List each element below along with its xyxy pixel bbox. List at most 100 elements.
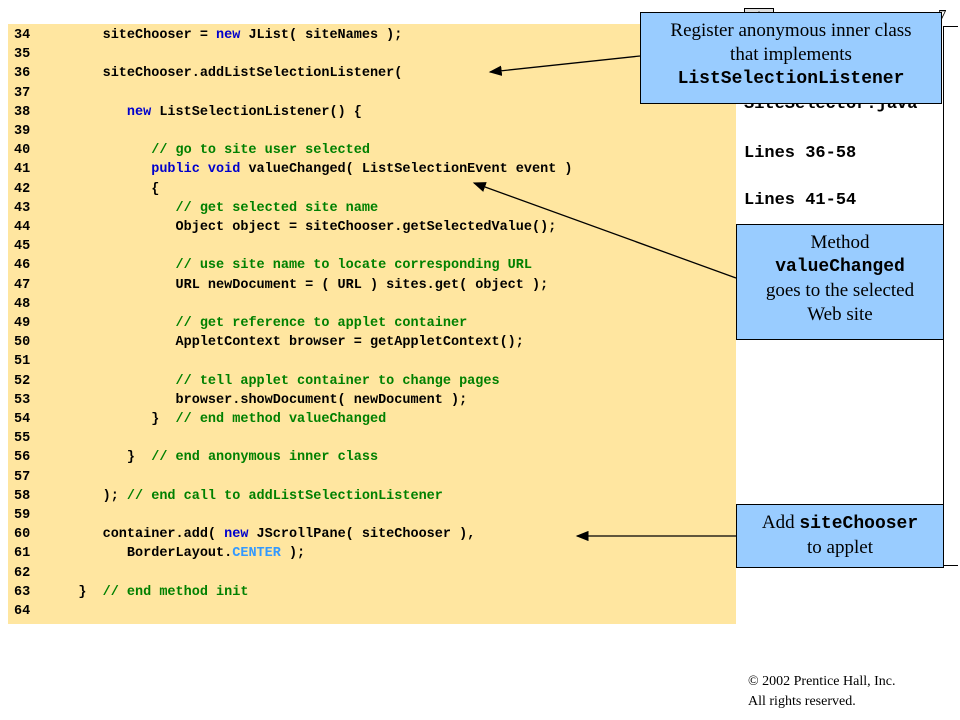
code-indent bbox=[54, 28, 103, 43]
code-line: 63 } // end method init bbox=[8, 583, 248, 602]
code-comment: // go to site user selected bbox=[151, 143, 370, 159]
line-number: 55 bbox=[14, 431, 31, 447]
code-indent bbox=[54, 220, 176, 235]
line-number: 47 bbox=[14, 277, 31, 293]
code-text: } bbox=[78, 584, 103, 600]
line-number: 56 bbox=[14, 450, 31, 466]
line-number: 64 bbox=[14, 604, 31, 619]
code-comment: // use site name to locate corresponding… bbox=[175, 258, 532, 274]
code-text: siteChooser.addListSelectionListener( bbox=[102, 66, 403, 82]
code-line: 40 // go to site user selected bbox=[8, 141, 370, 160]
code-line: 47 URL newDocument = ( URL ) sites.get( … bbox=[8, 276, 548, 295]
code-line: 41 public void valueChanged( ListSelecti… bbox=[8, 160, 573, 179]
code-indent bbox=[54, 143, 151, 158]
callout-register-line2: that implements bbox=[730, 44, 852, 65]
code-line: 64 bbox=[8, 602, 54, 621]
code-text: ListSelectionListener() { bbox=[151, 104, 362, 120]
line-number: 54 bbox=[14, 412, 31, 427]
code-indent bbox=[54, 393, 176, 408]
line-number: 58 bbox=[14, 488, 31, 504]
code-line: 43 // get selected site name bbox=[8, 199, 378, 218]
code-text: AppletContext browser = getAppletContext… bbox=[175, 335, 524, 351]
code-line: 39 bbox=[8, 122, 54, 141]
code-text: container.add( bbox=[102, 527, 225, 543]
line-number: 44 bbox=[14, 220, 31, 235]
code-text: browser.showDocument( newDocument ); bbox=[175, 392, 468, 408]
code-line: 62 bbox=[8, 564, 54, 583]
code-line: 56 } // end anonymous inner class bbox=[8, 448, 378, 467]
callout-method-code: valueChanged bbox=[775, 257, 905, 277]
line-number: 50 bbox=[14, 335, 31, 351]
copyright: © 2002 Prentice Hall, Inc. bbox=[748, 674, 896, 689]
line-number: 57 bbox=[14, 469, 31, 485]
code-text: JScrollPane( siteChooser ), bbox=[248, 527, 476, 543]
code-line: 49 // get reference to applet container bbox=[8, 314, 467, 333]
line-number: 35 bbox=[14, 47, 31, 63]
line-number: 61 bbox=[14, 546, 31, 562]
outline-panel bbox=[943, 26, 958, 566]
code-text: valueChanged( ListSelectionEvent event ) bbox=[240, 162, 573, 178]
code-text: } bbox=[151, 412, 176, 427]
line-number: 38 bbox=[14, 104, 31, 120]
callout-add-prefix: Add bbox=[761, 512, 800, 533]
code-comment: // get selected site name bbox=[175, 200, 379, 216]
code-indent bbox=[54, 412, 151, 427]
code-line: 46 // use site name to locate correspond… bbox=[8, 256, 532, 275]
line-number: 39 bbox=[14, 124, 31, 139]
code-line: 57 bbox=[8, 468, 54, 487]
callout-method-line1: Method bbox=[810, 232, 870, 253]
callout-register-code: ListSelectionListener bbox=[677, 69, 905, 89]
callout-add-code: siteChooser bbox=[799, 514, 919, 534]
line-ref-2: Lines 41-54 bbox=[744, 191, 857, 210]
line-number: 45 bbox=[14, 239, 31, 255]
page-number: 7 bbox=[938, 6, 947, 25]
code-comment: // end call to addListSelectionListener bbox=[126, 488, 443, 504]
code-indent bbox=[54, 66, 103, 81]
code-indent bbox=[54, 585, 78, 600]
code-indent bbox=[54, 489, 103, 504]
code-keyword: new bbox=[216, 28, 241, 43]
code-line: 37 bbox=[8, 84, 54, 103]
code-line: 54 } // end method valueChanged bbox=[8, 410, 386, 429]
code-indent bbox=[54, 201, 176, 216]
line-number: 48 bbox=[14, 296, 31, 312]
code-text: { bbox=[151, 181, 160, 197]
line-number: 51 bbox=[14, 354, 31, 370]
code-keyword: new bbox=[224, 527, 249, 543]
code-constant: CENTER bbox=[232, 546, 281, 562]
code-comment: // tell applet container to change pages bbox=[175, 373, 500, 389]
line-number: 59 bbox=[14, 508, 31, 523]
line-number: 41 bbox=[14, 162, 31, 178]
line-number: 40 bbox=[14, 143, 31, 159]
code-line: 48 bbox=[8, 295, 54, 314]
code-indent bbox=[54, 450, 127, 465]
callout-register-listener: Register anonymous inner class that impl… bbox=[640, 12, 942, 104]
code-text: ); bbox=[280, 546, 306, 562]
line-number: 42 bbox=[14, 181, 31, 197]
code-line: 55 bbox=[8, 429, 54, 448]
callout-method-valuechanged: Method valueChanged goes to the selected… bbox=[736, 224, 944, 340]
code-indent bbox=[54, 374, 176, 389]
code-comment: // end method init bbox=[102, 584, 249, 600]
code-keyword: new bbox=[126, 104, 152, 120]
code-line: 42 { bbox=[8, 180, 159, 199]
line-number: 36 bbox=[14, 66, 31, 82]
line-number: 43 bbox=[14, 200, 31, 216]
code-line: 50 AppletContext browser = getAppletCont… bbox=[8, 333, 524, 352]
code-line: 36 siteChooser.addListSelectionListener( bbox=[8, 64, 402, 83]
code-comment: // get reference to applet container bbox=[175, 316, 468, 331]
callout-register-line1: Register anonymous inner class bbox=[670, 20, 912, 41]
line-ref-1: Lines 36-58 bbox=[744, 144, 857, 163]
code-listing: 34 siteChooser = new JList( siteNames );… bbox=[8, 24, 736, 624]
code-indent bbox=[54, 258, 176, 273]
line-number: 63 bbox=[14, 584, 31, 600]
code-line: 59 bbox=[8, 506, 54, 525]
line-number: 34 bbox=[14, 28, 31, 43]
code-text: JList( siteNames ); bbox=[240, 28, 403, 43]
code-line: 58 ); // end call to addListSelectionLis… bbox=[8, 487, 443, 506]
code-line: 60 container.add( new JScrollPane( siteC… bbox=[8, 525, 475, 544]
callout-method-line3: Web site bbox=[807, 304, 873, 325]
code-line: 51 bbox=[8, 352, 54, 371]
code-comment: // end method valueChanged bbox=[175, 412, 387, 427]
line-number: 53 bbox=[14, 392, 31, 408]
